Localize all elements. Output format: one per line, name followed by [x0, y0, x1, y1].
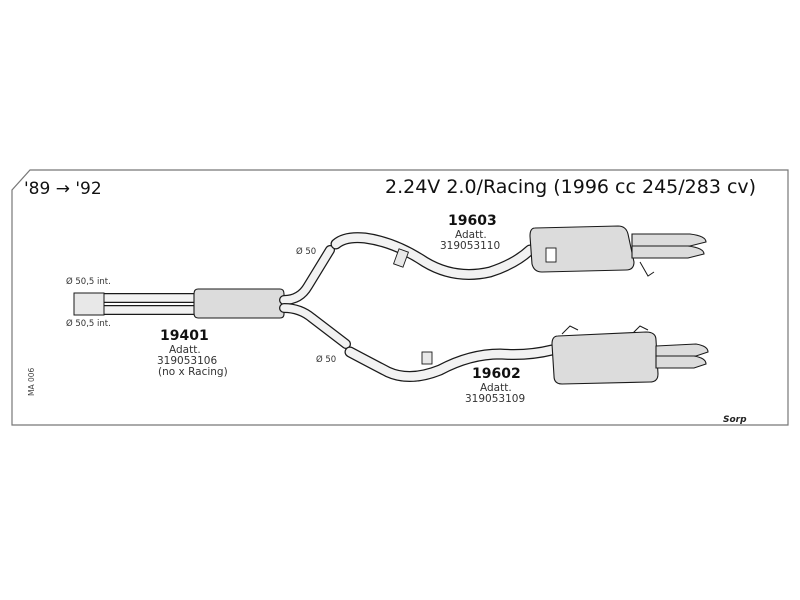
date-range: '89 → '92 — [24, 179, 102, 199]
part-number-19401: 19401 — [160, 328, 209, 344]
part-note-19401: (no x Racing) — [158, 366, 228, 378]
rear-muffler-19602 — [551, 331, 659, 385]
part-code-19603: 319053110 — [440, 240, 500, 252]
upper-hanger — [392, 248, 410, 268]
front-pipe-assembly — [73, 245, 351, 349]
diameter-label-upper: Ø 50 — [296, 246, 316, 257]
center-muffler-19401 — [193, 288, 285, 319]
part-adapt-19603: Adatt. — [455, 229, 487, 241]
part-code-19602: 319053109 — [465, 393, 525, 405]
upper-box-bracket — [545, 247, 557, 263]
diameter-label-inlet-top: Ø 50,5 int. — [66, 276, 111, 287]
lower-tailpipe-1 — [655, 343, 709, 357]
part-code-19401: 319053106 — [157, 355, 217, 367]
part-number-19603: 19603 — [448, 213, 497, 229]
upper-tailpipe-1 — [631, 233, 707, 247]
brand-logo: Sorp — [723, 415, 747, 425]
part-adapt-19602: Adatt. — [480, 382, 512, 394]
diameter-label-inlet-bottom: Ø 50,5 int. — [66, 318, 111, 329]
model-title: 2.24V 2.0/Racing (1996 cc 245/283 cv) — [385, 176, 756, 198]
part-number-19602: 19602 — [472, 366, 521, 382]
lower-pipe-assembly — [344, 325, 709, 385]
side-code: MA 006 — [27, 367, 36, 396]
upper-box-hanger — [639, 261, 655, 277]
diameter-label-lower: Ø 50 — [316, 354, 336, 365]
part-adapt-19401: Adatt. — [169, 344, 201, 356]
upper-tailpipe-2 — [631, 245, 705, 259]
lower-box-hanger-right — [631, 325, 649, 335]
lower-hanger — [421, 351, 433, 365]
upper-pipe-assembly — [330, 225, 707, 280]
inlet-sleeve — [73, 292, 105, 316]
lower-tailpipe-2 — [655, 355, 707, 369]
lower-box-hanger-left — [561, 325, 579, 335]
